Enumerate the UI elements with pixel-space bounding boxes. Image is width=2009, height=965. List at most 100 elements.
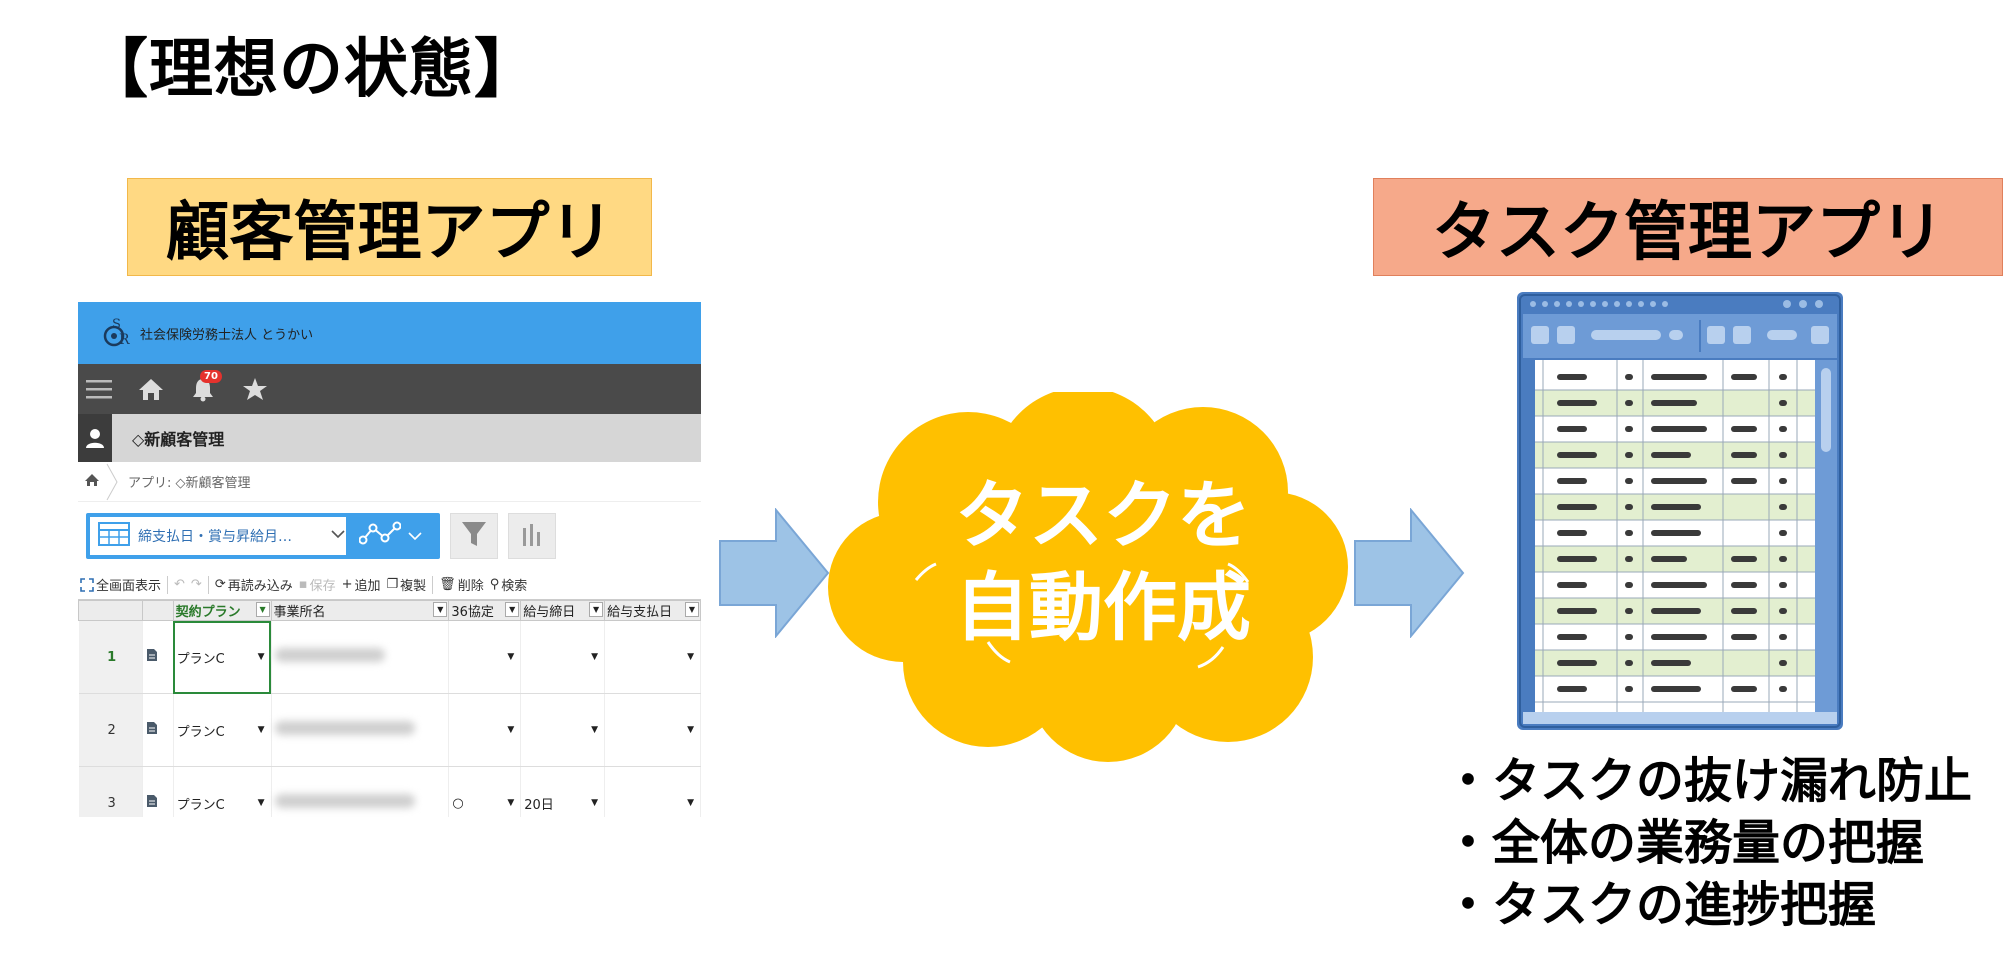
row-number: 2	[78, 693, 143, 767]
task-app-illustration	[1517, 292, 1843, 730]
payday-cell[interactable]: ▼	[604, 766, 701, 817]
benefit-item: ・タスクの抜け漏れ防止	[1444, 753, 1973, 809]
dropdown-arrow-icon[interactable]: ▼	[257, 652, 265, 662]
plan-cell[interactable]: プランC▼	[173, 620, 272, 694]
column-header[interactable]: 36協定▼	[448, 600, 522, 621]
user-icon	[78, 414, 112, 462]
right-arrow-icon	[719, 508, 830, 638]
fullscreen-label: 全画面表示	[96, 579, 162, 594]
shime-value: 20日	[524, 797, 554, 813]
row-number: 1	[78, 620, 143, 694]
column-dropdown-icon[interactable]: ▼	[505, 602, 520, 617]
duplicate-button[interactable]: ❐ 複製	[387, 575, 427, 594]
divider	[167, 575, 169, 594]
slide-title: 【理想の状態】	[84, 33, 539, 107]
dropdown-arrow-icon[interactable]: ▼	[591, 652, 599, 662]
kyotei-cell[interactable]: ▼	[448, 620, 522, 694]
star-icon[interactable]	[240, 374, 270, 404]
column-dropdown-icon[interactable]: ▼	[433, 602, 448, 617]
redo-icon[interactable]: ↷	[190, 577, 202, 592]
expand-icon	[80, 577, 94, 592]
plan-value: プランC	[176, 724, 225, 740]
save-button[interactable]: ▪ 保存	[299, 575, 336, 594]
delete-label: 削除	[457, 579, 484, 594]
right-arrow-icon	[1354, 508, 1465, 638]
dropdown-arrow-icon[interactable]: ▼	[591, 725, 599, 735]
save-icon: ▪	[298, 577, 308, 592]
table-row[interactable]: 3 プランC▼ ○▼ 20日▼ ▼	[78, 766, 701, 817]
office-name-cell[interactable]	[271, 766, 450, 817]
filter-button[interactable]	[450, 513, 498, 559]
delete-button[interactable]: 🗑 削除	[439, 575, 484, 594]
bar-chart-icon	[520, 520, 544, 552]
fullscreen-button[interactable]: 全画面表示	[80, 575, 161, 594]
column-dropdown-icon[interactable]: ▼	[589, 602, 604, 617]
record-detail-icon[interactable]	[142, 620, 174, 694]
dropdown-arrow-icon[interactable]: ▼	[507, 652, 515, 662]
crm-app-screenshot: S R 社会保険労務士法人 とうかい 70 ◇新顧客管理	[78, 302, 701, 817]
dropdown-arrow-icon[interactable]: ▼	[257, 798, 265, 808]
menu-icon[interactable]	[84, 374, 114, 404]
bell-icon[interactable]: 70	[188, 370, 222, 404]
graph-view-button[interactable]	[346, 520, 436, 552]
undo-icon[interactable]: ↶	[174, 577, 185, 592]
chevron-down-icon	[407, 527, 423, 546]
add-label: 追加	[354, 579, 381, 594]
column-header-label: 給与支払日	[607, 605, 673, 620]
table-row[interactable]: 2 プランC ▼ ▼ ▼ ▼	[78, 693, 701, 767]
reload-label: 再読み込み	[227, 579, 293, 594]
dropdown-arrow-icon[interactable]: ▼	[687, 725, 694, 735]
column-dropdown-icon[interactable]: ▼	[255, 602, 270, 617]
office-name-cell[interactable]	[271, 620, 450, 694]
view-filter-bar: 締支払日・賞与昇給月…	[78, 502, 701, 570]
trash-icon: 🗑	[439, 577, 456, 592]
home-small-icon[interactable]	[84, 473, 100, 491]
payday-cell[interactable]: ▼	[604, 693, 701, 767]
chevron-down-icon	[330, 528, 346, 544]
dropdown-arrow-icon[interactable]: ▼	[687, 652, 694, 662]
plan-cell[interactable]: プランC ▼	[173, 693, 272, 767]
cloud-line-2: 自動作成	[955, 565, 1251, 651]
column-header-label: 事業所名	[273, 605, 326, 620]
column-header[interactable]: 給与締日 ▼	[520, 600, 606, 621]
home-icon[interactable]	[136, 374, 166, 404]
benefit-item: ・全体の業務量の把握	[1444, 815, 1925, 871]
dropdown-arrow-icon[interactable]: ▼	[507, 725, 515, 735]
row-number: 3	[78, 766, 143, 817]
shime-cell[interactable]: ▼	[520, 693, 606, 767]
search-button[interactable]: ⚲ 検索	[490, 575, 528, 594]
breadcrumb-app[interactable]: アプリ: ◇新顧客管理	[128, 476, 251, 491]
dropdown-arrow-icon[interactable]: ▼	[591, 798, 599, 808]
table-row[interactable]: 1 プランC▼ ▼ ▼ ▼	[78, 620, 701, 694]
cloud-line-1: タスクを	[955, 473, 1251, 559]
search-label: 検索	[501, 579, 528, 594]
record-detail-icon[interactable]	[142, 693, 174, 767]
plan-cell[interactable]: プランC▼	[173, 766, 272, 817]
chart-button[interactable]	[508, 513, 556, 559]
add-button[interactable]: + 追加	[342, 575, 381, 594]
dropdown-arrow-icon[interactable]: ▼	[507, 798, 515, 808]
view-dropdown[interactable]: 締支払日・賞与昇給月…	[90, 517, 346, 555]
column-header[interactable]: 事業所名 ▼	[270, 600, 450, 621]
shime-cell[interactable]: ▼	[520, 620, 606, 694]
payday-cell[interactable]: ▼	[604, 620, 701, 694]
records-grid: 契約プラン▼ 事業所名▼ 36協定▼ 給与締日▼ 給与支払日▼ 1 プランC▼ …	[78, 600, 701, 817]
record-detail-icon[interactable]	[142, 766, 174, 817]
dropdown-arrow-icon[interactable]: ▼	[687, 798, 694, 808]
svg-text:S: S	[112, 317, 121, 332]
dropdown-arrow-icon[interactable]: ▼	[257, 725, 265, 735]
reload-button[interactable]: ⟳ 再読み込み	[215, 575, 293, 594]
column-header[interactable]: 給与支払日 ▼	[604, 600, 701, 621]
grid-header-row: 契約プラン▼ 事業所名▼ 36協定▼ 給与締日▼ 給与支払日▼	[78, 600, 701, 621]
cloud-icon	[828, 392, 1348, 762]
kyotei-cell[interactable]: ▼	[448, 693, 522, 767]
column-header[interactable]: 契約プラン▼	[172, 600, 272, 621]
office-name-cell[interactable]	[271, 693, 450, 767]
view-selector[interactable]: 締支払日・賞与昇給月…	[86, 513, 440, 559]
shime-cell[interactable]: 20日 ▼	[520, 766, 606, 817]
kyotei-value: ○	[452, 795, 464, 811]
notification-badge: 70	[200, 370, 222, 383]
kyotei-cell[interactable]: ○▼	[448, 766, 522, 817]
column-header-label: 給与締日	[523, 605, 576, 620]
column-dropdown-icon[interactable]: ▼	[685, 602, 699, 617]
